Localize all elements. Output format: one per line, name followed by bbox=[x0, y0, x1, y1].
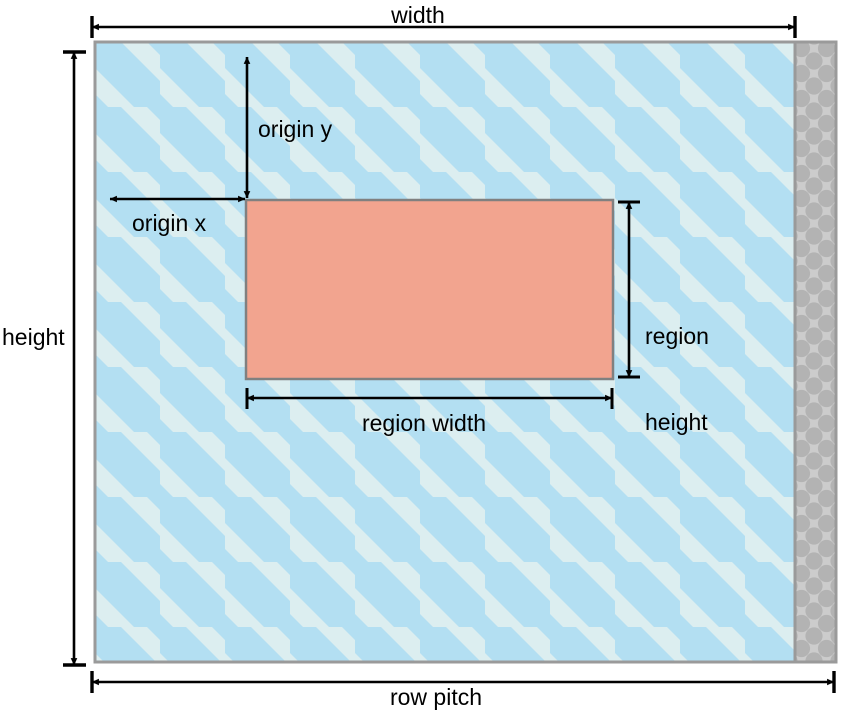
dimension-height bbox=[63, 50, 86, 667]
label-height: height bbox=[2, 324, 65, 350]
label-region-height: region height bbox=[645, 264, 709, 494]
dimension-region-height bbox=[618, 200, 640, 379]
dimension-region-width bbox=[245, 388, 614, 409]
region-of-interest-rect bbox=[244, 198, 615, 381]
label-row-pitch: row pitch bbox=[389, 684, 483, 710]
dimension-row-pitch bbox=[90, 671, 836, 693]
label-region-height-line1: region bbox=[645, 322, 709, 349]
label-origin-y: origin y bbox=[258, 116, 333, 142]
dimension-width bbox=[90, 16, 797, 38]
label-region-width: region width bbox=[361, 410, 487, 436]
label-width: width bbox=[391, 2, 445, 28]
label-region-height-line2: height bbox=[645, 408, 708, 435]
row-padding-strip bbox=[793, 40, 838, 664]
label-origin-x: origin x bbox=[132, 210, 207, 236]
